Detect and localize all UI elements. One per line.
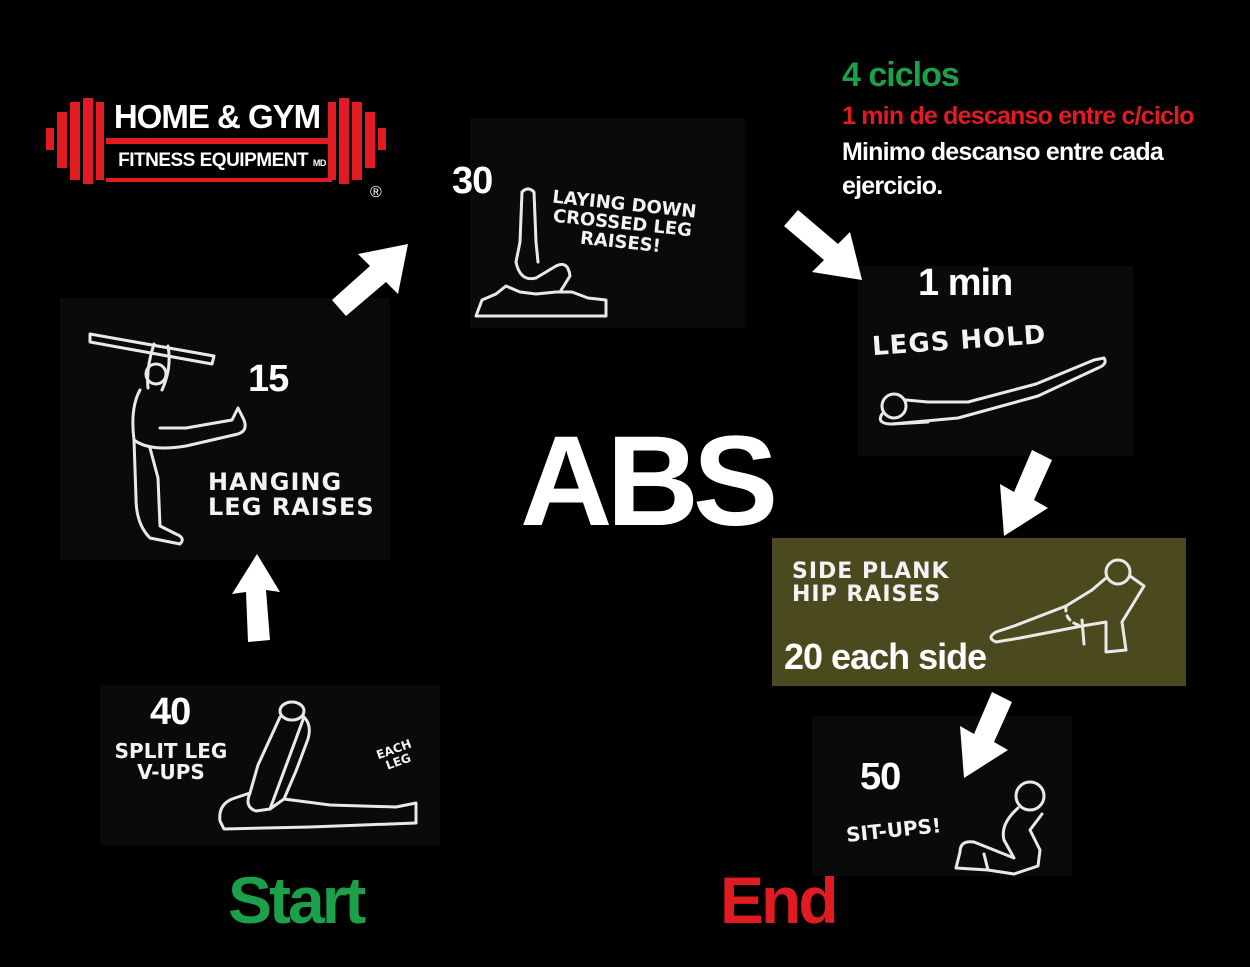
- exercise-name: SIDE PLANK HIP RAISES: [792, 560, 950, 606]
- exercise-sit-ups: 50 SIT-UPS!: [812, 716, 1072, 876]
- exercise-name-line1: SPLIT LEG: [114, 739, 228, 763]
- brand-logo: HOME & GYM FITNESS EQUIPMENT MD ®: [46, 96, 386, 206]
- v-up-figure-icon: [218, 700, 418, 831]
- registered-mark: ®: [370, 184, 382, 201]
- reps-count: 30: [452, 160, 493, 202]
- crossed-leg-figure-icon: [474, 187, 608, 318]
- logo-subtitle-suffix: MD: [312, 158, 327, 168]
- barbell-left-icon: [46, 98, 104, 184]
- logo-red-bar: [106, 138, 332, 144]
- rest-between-exercises-line1: Minimo descanso entre cada: [842, 138, 1164, 166]
- logo-subtitle: FITNESS EQUIPMENT MD: [112, 150, 332, 172]
- exercise-name-line1: LEGS HOLD: [871, 319, 1048, 363]
- start-label: Start: [228, 863, 366, 937]
- exercise-name-line2: HIP RAISES: [792, 582, 942, 608]
- exercise-side-plank-hip-raises: SIDE PLANK HIP RAISES 20 each side: [772, 538, 1186, 686]
- barbell-right-icon: [328, 98, 386, 184]
- rest-between-exercises-line2: ejercicio.: [842, 172, 943, 200]
- side-plank-figure-icon: [989, 558, 1146, 654]
- workout-title: ABS: [520, 410, 778, 553]
- exercise-name: SPLIT LEG V-UPS: [106, 741, 236, 783]
- logo-subtitle-bar: [106, 178, 332, 182]
- exercise-crossed-leg-raises: 30 LAYING DOWN CROSSED LEG RAISES!: [452, 118, 745, 328]
- reps-count: 50: [860, 756, 901, 798]
- reps-count: 40: [150, 691, 191, 733]
- exercise-name: SIT-UPS!: [844, 813, 943, 847]
- reps-count: 20 each side: [784, 636, 987, 677]
- exercise-name-line1: SIT-UPS!: [844, 813, 943, 847]
- logo-title: HOME & GYM: [113, 98, 321, 135]
- arrow-down-left-2-icon: [960, 692, 1012, 778]
- exercise-name: LEGS HOLD: [871, 319, 1048, 363]
- exercise-hanging-leg-raises: 15 HANGING LEG RAISES: [60, 298, 390, 560]
- reps-count: 15: [248, 358, 289, 400]
- exercise-name: HANGING LEG RAISES: [208, 468, 375, 522]
- hanging-figure-icon: [88, 332, 247, 546]
- exercise-split-leg-vups: 40 SPLIT LEG V-UPS EACH LEG: [100, 685, 440, 845]
- reps-count: 1 min: [918, 262, 1013, 304]
- logo-subtitle-text: FITNESS EQUIPMENT: [118, 150, 309, 171]
- arrow-up-1-icon: [232, 554, 280, 642]
- arrow-up-right-icon: [332, 244, 408, 316]
- legs-hold-figure-icon: [878, 356, 1107, 426]
- rest-between-cycles-text: 1 min de descanso entre c/ciclo: [842, 102, 1195, 130]
- exercise-name-line2: V-UPS: [137, 760, 205, 784]
- exercise-name-line1: SIDE PLANK: [792, 559, 950, 584]
- cycles-text: 4 ciclos: [842, 56, 960, 94]
- exercise-name-line1: HANGING: [208, 468, 343, 496]
- exercise-legs-hold: 1 min LEGS HOLD: [858, 262, 1133, 456]
- arrow-down-left-1-icon: [1000, 450, 1052, 536]
- exercise-name-line2: LEG RAISES: [208, 493, 375, 522]
- arrow-down-right-1-icon: [784, 210, 862, 280]
- sit-up-figure-icon: [954, 780, 1046, 876]
